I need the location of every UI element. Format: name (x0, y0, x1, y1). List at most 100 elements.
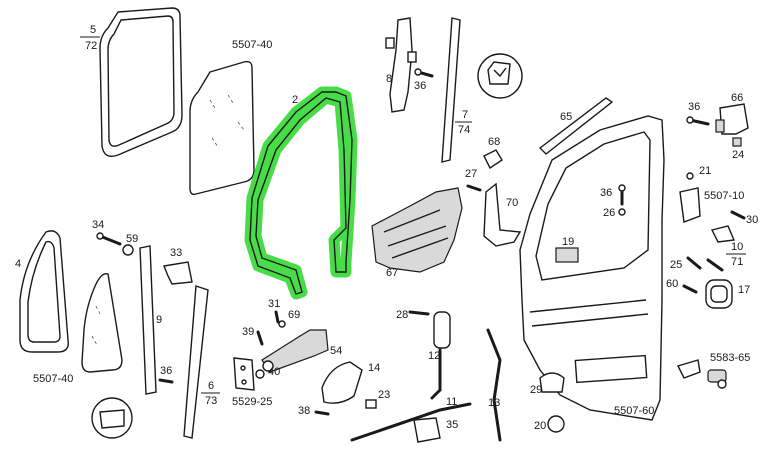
screw-36-a[interactable] (414, 68, 434, 78)
part-5-window-seal[interactable] (99, 7, 183, 158)
part-2-door-seal[interactable] (244, 86, 358, 300)
part-70-handle[interactable] (483, 182, 522, 247)
part-12-rod[interactable] (430, 311, 451, 400)
label-21: 21 (699, 165, 711, 177)
part-6-strip[interactable] (183, 285, 209, 439)
label-25: 25 (670, 259, 682, 271)
detail-circle-strip[interactable] (91, 397, 133, 439)
part-40-bush[interactable] (255, 369, 265, 379)
part-54-check-strap[interactable] (261, 329, 329, 373)
label-66: 66 (731, 92, 743, 104)
label-36-d: 36 (160, 365, 172, 377)
label-40: 40 (268, 366, 280, 378)
part-5507-10-lock[interactable] (679, 187, 701, 223)
part-24-cap[interactable] (732, 137, 742, 147)
label-36-b: 36 (688, 101, 700, 113)
screw-25[interactable] (686, 256, 724, 272)
label-5507-60: 5507-60 (614, 405, 654, 417)
part-69-pin[interactable] (278, 320, 286, 328)
label-12: 12 (428, 350, 440, 362)
label-30: 30 (746, 214, 758, 226)
label-74: 74 (458, 124, 470, 136)
part-5583-65-lock-cylinder[interactable] (677, 359, 727, 389)
label-39: 39 (242, 326, 254, 338)
screw-36-d[interactable] (158, 378, 174, 384)
part-11-rod[interactable] (350, 402, 472, 442)
label-29: 29 (530, 384, 542, 396)
label-67: 67 (386, 267, 398, 279)
label-4: 4 (15, 258, 21, 270)
label-10: 10 (731, 241, 743, 253)
label-34: 34 (92, 219, 104, 231)
detail-circle-rail[interactable] (477, 53, 523, 99)
label-5: 5 (90, 24, 96, 36)
screw-34[interactable] (96, 232, 122, 246)
part-5529-25-plate[interactable] (233, 357, 255, 391)
part-13-rod[interactable] (486, 328, 502, 442)
label-31: 31 (268, 298, 280, 310)
part-68-clip[interactable] (483, 149, 503, 170)
part-59-washer[interactable] (122, 244, 134, 256)
part-67-regulator[interactable] (371, 187, 463, 273)
label-36-c: 36 (600, 187, 612, 199)
part-66-hinge[interactable] (715, 103, 749, 135)
label-17: 17 (738, 284, 750, 296)
screw-38[interactable] (314, 410, 330, 416)
label-9: 9 (156, 314, 162, 326)
part-23-clip[interactable] (365, 399, 377, 409)
part-35-bracket[interactable] (413, 417, 441, 443)
label-11: 11 (446, 396, 457, 408)
label-27: 27 (465, 168, 477, 180)
part-9-channel[interactable] (139, 245, 157, 395)
label-60: 60 (666, 278, 678, 290)
label-28: 28 (396, 309, 408, 321)
label-23: 23 (378, 389, 390, 401)
label-5507-10: 5507-10 (704, 190, 744, 202)
part-7-rail[interactable] (441, 17, 461, 163)
label-33: 33 (170, 247, 182, 259)
part-5507-40-glass-top[interactable] (189, 60, 255, 196)
label-68: 68 (488, 136, 500, 148)
label-70: 70 (506, 197, 518, 209)
screw-28[interactable] (408, 310, 430, 316)
screw-31[interactable] (274, 310, 280, 324)
label-7: 7 (462, 109, 468, 121)
label-69: 69 (288, 309, 300, 321)
label-8: 8 (386, 73, 392, 85)
part-33-bracket[interactable] (163, 261, 193, 285)
label-65: 65 (560, 111, 572, 123)
screw-36-c[interactable] (618, 184, 626, 206)
label-35: 35 (446, 419, 458, 431)
label-20: 20 (534, 420, 546, 432)
label-36-a: 36 (414, 80, 426, 92)
screw-60[interactable] (682, 284, 698, 294)
part-20-bumper[interactable] (547, 415, 565, 433)
label-5583-65: 5583-65 (710, 352, 750, 364)
label-19: 19 (562, 236, 574, 248)
label-14: 14 (368, 362, 380, 374)
label-5507-40-top: 5507-40 (232, 39, 272, 51)
label-72: 72 (85, 40, 97, 52)
screw-27[interactable] (466, 184, 482, 192)
part-8-bracket[interactable] (385, 17, 417, 113)
screw-39[interactable] (256, 330, 264, 346)
screw-30[interactable] (730, 210, 746, 220)
part-65-strip[interactable] (538, 97, 614, 155)
part-4-seal[interactable] (19, 230, 69, 353)
screw-36-b[interactable] (686, 116, 710, 126)
label-38: 38 (298, 405, 310, 417)
label-54: 54 (330, 345, 342, 357)
part-29-cap[interactable] (539, 372, 565, 393)
part-14-cover[interactable] (321, 361, 363, 404)
label-5529-25: 5529-25 (232, 396, 272, 408)
part-26-nut[interactable] (618, 208, 626, 216)
label-59: 59 (126, 233, 138, 245)
label-73: 73 (205, 395, 217, 407)
part-17-handle[interactable] (705, 279, 733, 309)
part-10-lever[interactable] (710, 225, 736, 243)
part-5507-60-door-shell[interactable] (519, 115, 665, 421)
label-13: 13 (488, 397, 500, 409)
label-71: 71 (731, 256, 743, 268)
part-5507-40-glass-bottom[interactable] (81, 273, 123, 373)
part-21-nut[interactable] (686, 172, 694, 180)
